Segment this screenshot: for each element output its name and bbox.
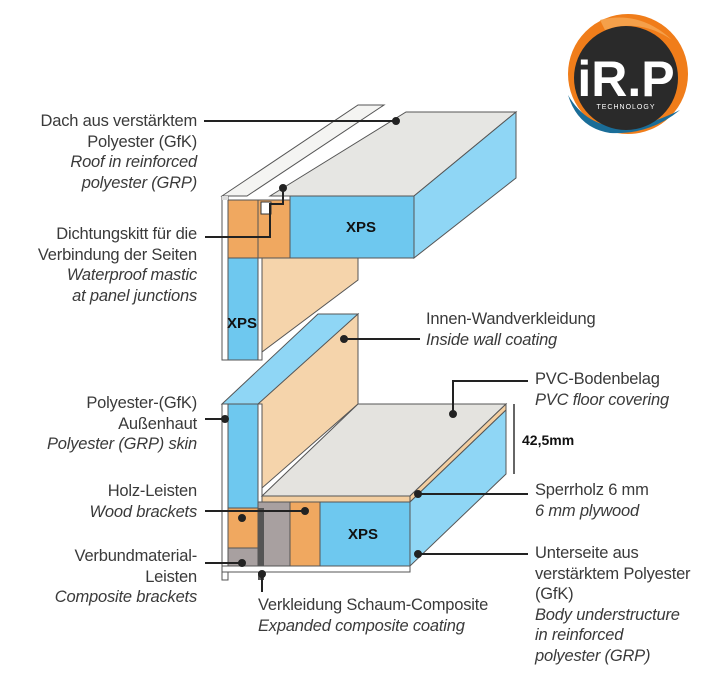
label-foam-de: Verkleidung Schaum-Composite: [258, 596, 489, 614]
label-wood: Holz-Leisten Wood brackets: [89, 481, 198, 522]
label-plywood-en: 6 mm plywood: [535, 501, 639, 520]
label-foam: Verkleidung Schaum-Composite Expanded co…: [258, 595, 488, 636]
label-inside-wall: Innen-Wandverkleidung Inside wall coatin…: [426, 309, 596, 350]
label-skin: Polyester-(GfK) Außenhaut Polyester (GRP…: [47, 393, 197, 455]
label-composite: Verbundmaterial- Leisten Composite brack…: [55, 546, 197, 608]
logo-text: iR.P: [577, 51, 674, 107]
label-underside: Unterseite aus verstärktem Polyester (Gf…: [535, 543, 691, 666]
label-pvc-de: PVC-Bodenbelag: [535, 370, 660, 388]
label-pvc: PVC-Bodenbelag PVC floor covering: [535, 369, 669, 410]
floor-xps-label: XPS: [348, 526, 378, 543]
roof-panel: XPS XPS: [220, 104, 518, 361]
irp-logo: iR.P TECHNOLOGY: [568, 14, 688, 134]
label-pvc-en: PVC floor covering: [535, 390, 669, 409]
label-plywood: Sperrholz 6 mm 6 mm plywood: [535, 480, 649, 521]
label-composite-en: Composite brackets: [54, 588, 197, 606]
label-mastic-de: Dichtungskitt für die Verbindung der Sei…: [37, 225, 197, 264]
dimension-value: 42,5mm: [522, 432, 574, 448]
label-roof: Dach aus verstärktem Polyester (GfK) Roo…: [40, 111, 198, 193]
floor-panel: XPS: [221, 402, 508, 580]
label-underside-en: Body understructure in reinforced polyes…: [535, 605, 680, 665]
label-roof-de: Dach aus verstärktem Polyester (GfK): [40, 112, 198, 151]
thickness-dimension: 42,5mm: [513, 404, 574, 474]
label-plywood-de: Sperrholz 6 mm: [535, 481, 649, 499]
label-wood-en: Wood brackets: [89, 502, 198, 521]
label-mastic: Dichtungskitt für die Verbindung der Sei…: [38, 224, 197, 306]
label-mastic-en: Waterproof mastic at panel junctions: [66, 266, 197, 305]
label-roof-en: Roof in reinforced polyester (GRP): [70, 153, 197, 192]
roof-xps-label: XPS: [346, 219, 376, 236]
wall-xps-label: XPS: [227, 315, 257, 332]
lower-wall: [220, 312, 360, 581]
leader-lines: [204, 117, 528, 592]
label-wood-de: Holz-Leisten: [107, 482, 198, 500]
label-foam-en: Expanded composite coating: [258, 616, 465, 635]
label-underside-de: Unterseite aus verstärktem Polyester (Gf…: [535, 544, 691, 603]
label-inside-wall-en: Inside wall coating: [426, 330, 558, 349]
label-inside-wall-de: Innen-Wandverkleidung: [426, 310, 596, 328]
label-skin-en: Polyester (GRP) skin: [46, 435, 197, 453]
label-composite-de: Verbundmaterial- Leisten: [74, 547, 198, 586]
label-skin-de: Polyester-(GfK) Außenhaut: [86, 394, 197, 433]
logo-subtext: TECHNOLOGY: [596, 104, 655, 111]
